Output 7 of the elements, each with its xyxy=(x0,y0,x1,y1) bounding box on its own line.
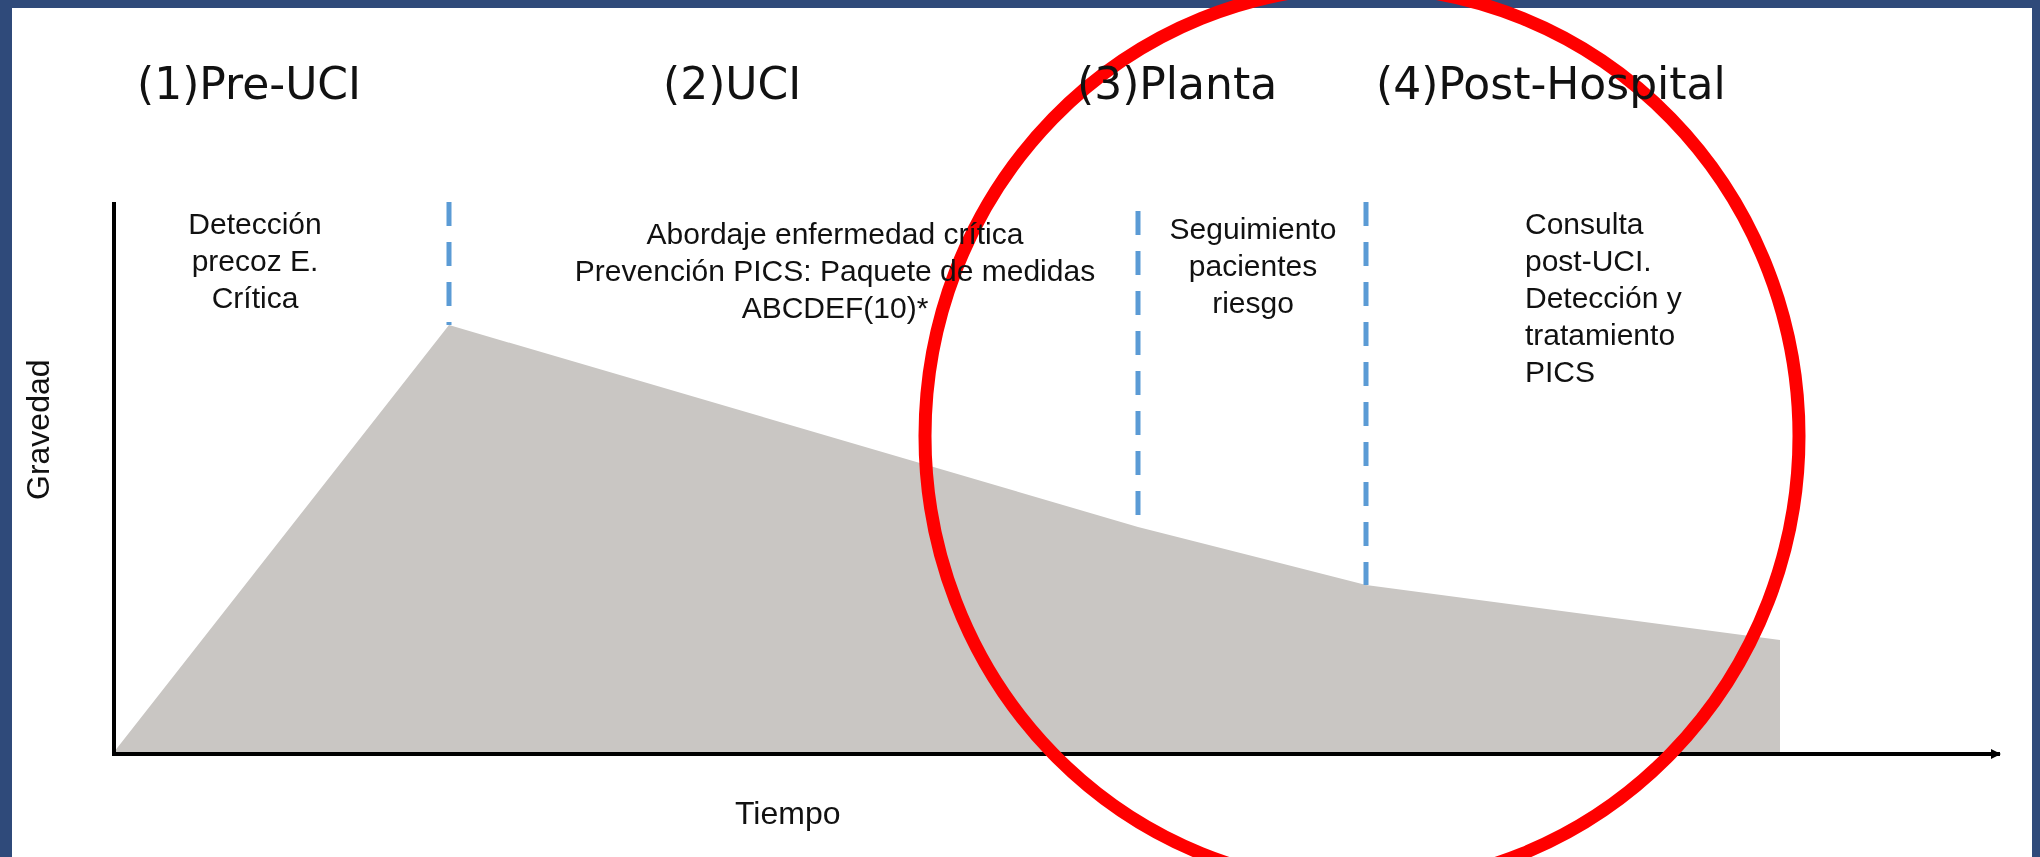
phase-heading: (1)Pre-UCI xyxy=(137,58,362,109)
phase-description: Consulta post-UCI. Detección y tratamiento PICS xyxy=(1525,206,1683,390)
axis-label: Gravedad xyxy=(20,359,57,500)
phase-description: Seguimiento pacientes riesgo xyxy=(1168,211,1338,321)
axis-label: Tiempo xyxy=(735,795,841,832)
phase-description: Detección precoz E. Crítica xyxy=(187,206,323,316)
phase-heading: (2)UCI xyxy=(663,58,802,109)
